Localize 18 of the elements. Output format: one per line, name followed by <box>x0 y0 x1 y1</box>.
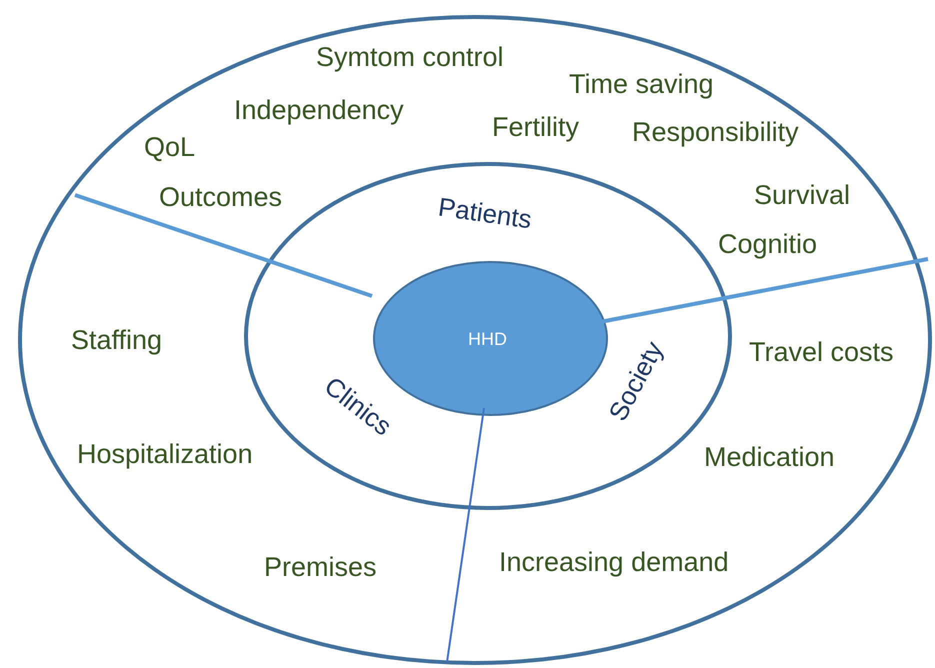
category-label: Survival <box>754 182 850 209</box>
category-label: Independency <box>234 97 404 124</box>
category-label: Staffing <box>71 327 162 354</box>
category-label: Medication <box>704 444 835 471</box>
category-label: Time saving <box>569 71 714 98</box>
category-label: Increasing demand <box>499 549 729 576</box>
category-label: Hospitalization <box>77 441 253 468</box>
category-label: Fertility <box>492 114 579 141</box>
category-label: Premises <box>264 554 377 581</box>
category-label: Cognitio <box>718 231 818 258</box>
center-label: HHD <box>468 330 507 348</box>
outer-ellipse <box>18 15 932 665</box>
category-label: Travel costs <box>749 339 894 366</box>
category-label: Symtom control <box>316 44 504 71</box>
category-label: QoL <box>144 134 196 161</box>
category-label: Outcomes <box>159 184 282 211</box>
category-label: Responsibility <box>632 119 799 146</box>
ring-label: Patients <box>436 194 534 232</box>
